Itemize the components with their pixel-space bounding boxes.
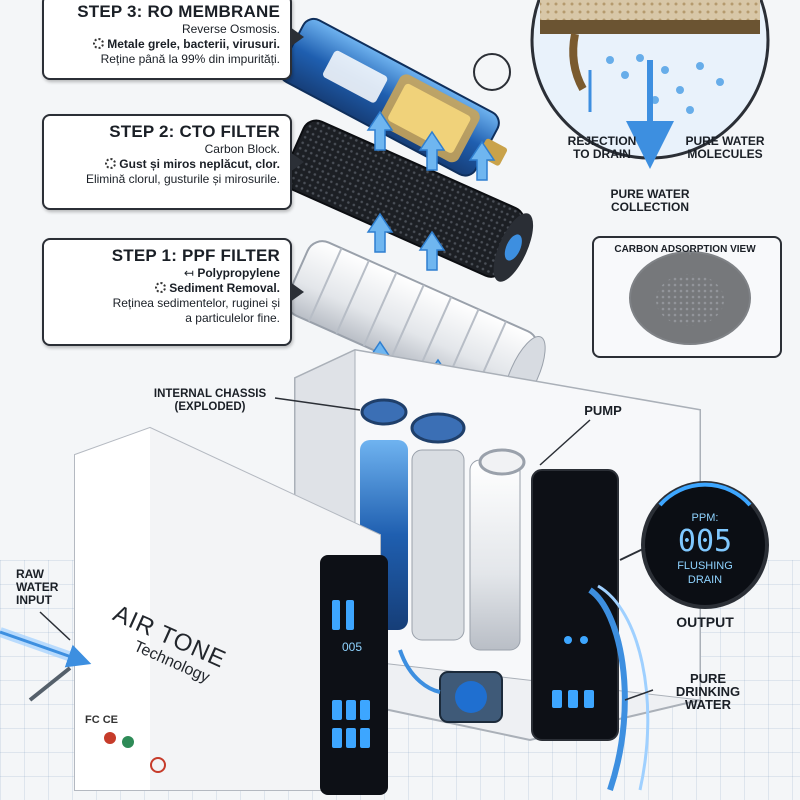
pure-drinking-label: PURE DRINKING WATER	[675, 671, 741, 712]
pure-molecules-label: PURE WATER MOLECULES	[685, 134, 765, 161]
step-3-line-1: Reverse Osmosis.	[181, 22, 280, 36]
carbon-view-frame	[592, 236, 782, 358]
step-2-line-1: Carbon Block.	[204, 142, 280, 156]
step-1-line-2: Sediment Removal.	[169, 281, 280, 295]
step-2-line-3: Elimină clorul, gusturile și mirosurile.	[85, 172, 280, 186]
step-2-title: STEP 2: CTO FILTER	[109, 122, 280, 141]
pump-label: PUMP	[584, 403, 622, 418]
step-1-box: STEP 1: PPF FILTER ↤ Polypropylene Sedim…	[42, 238, 304, 346]
raw-water-label: RAW WATER INPUT	[16, 567, 59, 607]
pure-collection-label: PURE WATER COLLECTION	[610, 187, 690, 214]
step-3-line-2: Metale grele, bacterii, virusuri.	[107, 37, 280, 51]
step-2-line-2: Gust și miros neplăcut, clor.	[119, 157, 280, 171]
step-1-line-3: Reținea sedimentelor, ruginei și	[112, 296, 280, 310]
display-value: 005	[677, 524, 733, 559]
carbon-view-label: CARBON ADSORPTION VIEW	[614, 244, 756, 255]
step-3-line-3: Reține până la 99% din impurități.	[100, 52, 280, 66]
front-display-readout: 005	[341, 640, 363, 654]
step-1-title: STEP 1: PPF FILTER	[111, 246, 280, 265]
output-label: OUTPUT	[676, 614, 734, 630]
rejection-label: REJECTION TO DRAIN	[567, 134, 637, 161]
sediment-icon	[155, 282, 167, 293]
chassis-label: INTERNAL CHASSIS (EXPLODED)	[153, 388, 267, 413]
step-3-title: STEP 3: RO MEMBRANE	[77, 2, 280, 21]
gear-icon	[93, 38, 105, 49]
display-status-2: DRAIN	[687, 574, 723, 586]
step-2-box: STEP 2: CTO FILTER Carbon Block. Gust și…	[42, 114, 304, 210]
taste-icon	[105, 158, 117, 169]
step-3-box: STEP 3: RO MEMBRANE Reverse Osmosis. Met…	[42, 0, 304, 80]
display-unit: PPM:	[691, 512, 719, 524]
display-status-1: FLUSHING	[677, 560, 733, 572]
step-1-line-4: a particulelor fine.	[185, 311, 280, 325]
step-1-line-1: Polypropylene	[197, 266, 280, 280]
cert-marks: FC CE	[85, 714, 118, 726]
